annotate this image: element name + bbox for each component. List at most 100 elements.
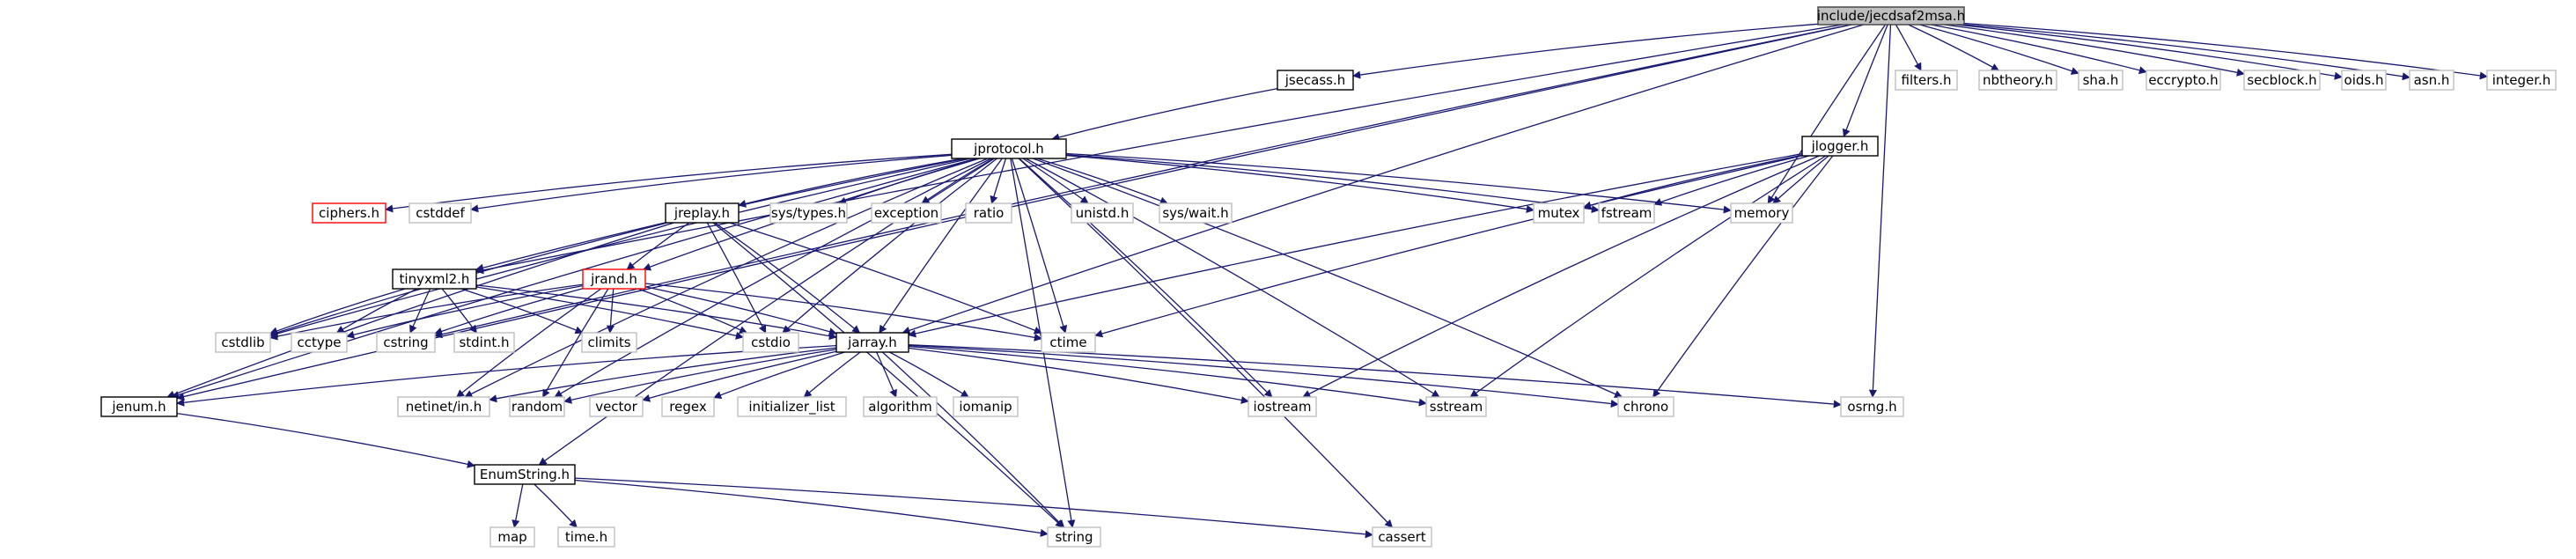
node-tinyxml2[interactable]: tinyxml2.h bbox=[392, 268, 477, 290]
edge-jprotocol-to-ciphers bbox=[385, 153, 953, 213]
node-box bbox=[1840, 396, 1904, 417]
node-syswait[interactable]: sys/wait.h bbox=[1159, 202, 1233, 224]
node-box bbox=[312, 202, 386, 224]
edge-jarray-to-iomanip bbox=[889, 351, 969, 398]
node-label: jlogger.h bbox=[1811, 138, 1869, 154]
node-label: cstdio bbox=[751, 335, 791, 350]
node-jecdsaf2msa[interactable]: include/jecdsaf2msa.h bbox=[1817, 6, 1965, 26]
node-cstring[interactable]: cstring bbox=[376, 332, 436, 353]
node-jenum[interactable]: jenum.h bbox=[100, 396, 178, 417]
node-ctime[interactable]: ctime bbox=[1041, 332, 1096, 353]
node-algorithm[interactable]: algorithm bbox=[863, 396, 938, 417]
node-box bbox=[215, 332, 271, 353]
node-initlist[interactable]: initializer_list bbox=[737, 396, 847, 417]
node-ratio[interactable]: ratio bbox=[965, 202, 1012, 224]
edge-jecdsaf2msa-to-secblock bbox=[1944, 24, 2245, 77]
edge-jlogger-to-iostream bbox=[1302, 155, 1820, 398]
node-box bbox=[376, 332, 436, 353]
edge-jecdsaf2msa-to-filters bbox=[1895, 24, 1922, 71]
node-cctype[interactable]: cctype bbox=[291, 332, 348, 353]
edge-jprotocol-to-jreplay bbox=[738, 158, 963, 208]
node-jreplay[interactable]: jreplay.h bbox=[665, 202, 740, 224]
node-asn[interactable]: asn.h bbox=[2409, 70, 2455, 91]
node-unistd[interactable]: unistd.h bbox=[1071, 202, 1134, 224]
node-stdint[interactable]: stdint.h bbox=[453, 332, 515, 353]
node-integer[interactable]: integer.h bbox=[2486, 70, 2557, 91]
edge-jecdsaf2msa-to-oids bbox=[1955, 24, 2343, 80]
node-eccrypto[interactable]: eccrypto.h bbox=[2145, 70, 2221, 91]
node-box bbox=[397, 396, 490, 417]
node-label: regex bbox=[669, 399, 707, 415]
node-climits[interactable]: climits bbox=[581, 332, 637, 353]
node-ciphers[interactable]: ciphers.h bbox=[312, 202, 386, 224]
node-iostream[interactable]: iostream bbox=[1248, 396, 1317, 417]
node-osrng[interactable]: osrng.h bbox=[1840, 396, 1904, 417]
edge-jecdsaf2msa-to-jlogger bbox=[1842, 24, 1888, 137]
node-random[interactable]: random bbox=[509, 396, 565, 417]
node-jlogger[interactable]: jlogger.h bbox=[1801, 136, 1879, 157]
node-box bbox=[489, 526, 535, 548]
edge-enumstring-to-cassert bbox=[574, 477, 1373, 539]
edge-jprotocol-to-netinet bbox=[464, 158, 989, 398]
edge-jprotocol-to-cstdlib bbox=[269, 158, 971, 338]
node-label: nbtheory.h bbox=[1983, 72, 2053, 88]
node-mutex[interactable]: mutex bbox=[1533, 202, 1585, 224]
node-map[interactable]: map bbox=[489, 526, 535, 548]
node-box bbox=[1425, 396, 1487, 417]
node-label: initializer_list bbox=[748, 399, 835, 416]
edge-jprotocol-to-ratio bbox=[990, 158, 1007, 204]
node-jarray[interactable]: jarray.h bbox=[835, 332, 909, 353]
node-label: eccrypto.h bbox=[2148, 72, 2218, 88]
node-jsecass[interactable]: jsecass.h bbox=[1277, 70, 1354, 91]
node-jprotocol[interactable]: jprotocol.h bbox=[951, 138, 1067, 159]
node-box bbox=[951, 138, 1067, 159]
edge-jecdsaf2msa-to-tinyxml2 bbox=[475, 24, 1843, 275]
edge-jlogger-to-fstream bbox=[1653, 155, 1810, 206]
node-box bbox=[953, 396, 1019, 417]
node-jrand[interactable]: jrand.h bbox=[582, 268, 646, 290]
edge-jecdsaf2msa-to-asn bbox=[1963, 24, 2410, 81]
node-cassert[interactable]: cassert bbox=[1372, 526, 1432, 548]
node-nbtheory[interactable]: nbtheory.h bbox=[1978, 70, 2057, 91]
node-netinet[interactable]: netinet/in.h bbox=[397, 396, 490, 417]
edge-jlogger-to-sstream bbox=[1469, 155, 1827, 398]
edge-jecdsaf2msa-to-sha bbox=[1919, 24, 2079, 75]
node-memory[interactable]: memory bbox=[1730, 202, 1793, 224]
edge-jecdsaf2msa-to-integer bbox=[1963, 22, 2488, 80]
node-label: exception bbox=[874, 205, 938, 221]
node-regex[interactable]: regex bbox=[661, 396, 715, 417]
node-filters[interactable]: filters.h bbox=[1895, 70, 1958, 91]
node-box bbox=[737, 396, 847, 417]
node-label: asn.h bbox=[2414, 72, 2450, 88]
node-box bbox=[769, 202, 848, 224]
node-fstream[interactable]: fstream bbox=[1598, 202, 1655, 224]
node-box bbox=[582, 268, 646, 290]
node-cstddef[interactable]: cstddef bbox=[408, 202, 472, 224]
node-cstdlib[interactable]: cstdlib bbox=[215, 332, 271, 353]
node-vector[interactable]: vector bbox=[589, 396, 644, 417]
node-oids[interactable]: oids.h bbox=[2341, 70, 2387, 91]
edge-jreplay-to-jrand bbox=[626, 222, 690, 270]
node-box bbox=[1617, 396, 1674, 417]
node-cstdio[interactable]: cstdio bbox=[742, 332, 799, 353]
edge-jarray-to-sstream bbox=[908, 345, 1427, 407]
edge-tinyxml2-to-cstring bbox=[409, 288, 431, 334]
edge-jprotocol-to-cstddef bbox=[470, 154, 953, 213]
node-label: sys/types.h bbox=[771, 205, 846, 221]
node-sha[interactable]: sha.h bbox=[2078, 70, 2123, 91]
node-timeh[interactable]: time.h bbox=[557, 526, 615, 548]
node-label: ctime bbox=[1049, 335, 1086, 350]
node-iomanip[interactable]: iomanip bbox=[953, 396, 1019, 417]
node-systypes[interactable]: sys/types.h bbox=[769, 202, 848, 224]
node-secblock[interactable]: secblock.h bbox=[2243, 70, 2321, 91]
node-box bbox=[742, 332, 799, 353]
node-enumstring[interactable]: EnumString.h bbox=[474, 464, 576, 485]
node-label: unistd.h bbox=[1076, 205, 1130, 221]
node-exception[interactable]: exception bbox=[871, 202, 942, 224]
node-string[interactable]: string bbox=[1047, 526, 1101, 548]
node-sstream[interactable]: sstream bbox=[1425, 396, 1487, 417]
edge-jrand-to-ctime bbox=[644, 283, 1042, 342]
node-label: time.h bbox=[565, 529, 607, 545]
node-chrono[interactable]: chrono bbox=[1617, 396, 1674, 417]
edge-tinyxml2-to-climits bbox=[460, 288, 584, 335]
